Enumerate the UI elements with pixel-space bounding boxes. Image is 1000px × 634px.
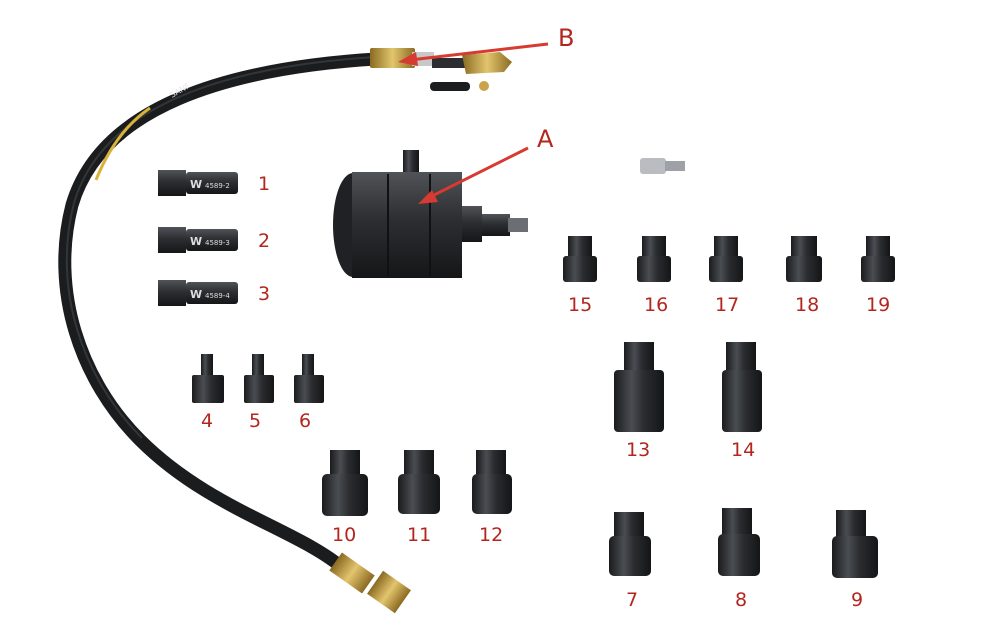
adapter-1-marking: 4589-2 (205, 182, 230, 190)
quick-coupler (640, 158, 685, 174)
part-number-16: 16 (644, 294, 669, 316)
part-number-4: 4 (201, 410, 214, 432)
adapter-3-logo: W (190, 288, 202, 301)
sleeve-10 (322, 450, 368, 516)
sleeve-14 (722, 342, 762, 432)
adapter-2-logo: W (190, 235, 202, 248)
adapter-3-marking: 4589-4 (205, 292, 230, 300)
part-number-7: 7 (626, 589, 639, 611)
sleeve-13 (614, 342, 664, 432)
part-number-17: 17 (715, 294, 740, 316)
part-number-5: 5 (249, 410, 262, 432)
nut-17 (709, 236, 743, 282)
part-number-18: 18 (795, 294, 820, 316)
part-number-3: 3 (258, 283, 271, 305)
part-number-6: 6 (299, 410, 312, 432)
adapter-2: W 4589-3 (158, 227, 238, 253)
sleeve-9 (832, 510, 878, 578)
callout-arrow-b (398, 42, 549, 66)
nut-18 (786, 236, 822, 282)
adapter-6 (294, 354, 324, 403)
adapter-1: W 4589-2 (158, 170, 238, 196)
part-number-13: 13 (626, 439, 651, 461)
sleeve-8 (718, 508, 760, 576)
callout-arrow-a (418, 146, 529, 204)
hose-end-fitting-bottom (329, 552, 411, 614)
nut-19 (861, 236, 895, 282)
part-number-10: 10 (332, 524, 357, 546)
part-number-19: 19 (866, 294, 891, 316)
nut-15 (563, 236, 597, 282)
callout-label-a: A (537, 125, 554, 153)
callout-label-b: B (558, 24, 575, 52)
adapter-4 (192, 354, 224, 403)
nut-16 (637, 236, 671, 282)
part-number-2: 2 (258, 230, 271, 252)
part-number-12: 12 (479, 524, 504, 546)
hydraulic-hose: SANF (58, 51, 402, 577)
pump-body-a (333, 150, 528, 278)
part-number-15: 15 (568, 294, 593, 316)
adapter-5 (244, 354, 274, 403)
part-number-9: 9 (851, 589, 864, 611)
sleeve-11 (398, 450, 440, 514)
hose-end-fitting-b (370, 48, 512, 91)
part-number-8: 8 (735, 589, 748, 611)
part-number-14: 14 (731, 439, 756, 461)
sleeve-12 (472, 450, 512, 514)
part-number-1: 1 (258, 173, 271, 195)
adapter-2-marking: 4589-3 (205, 239, 230, 247)
adapter-1-logo: W (190, 178, 202, 191)
adapter-3: W 4589-4 (158, 280, 238, 306)
part-number-11: 11 (407, 524, 432, 546)
sleeve-7 (609, 512, 651, 576)
